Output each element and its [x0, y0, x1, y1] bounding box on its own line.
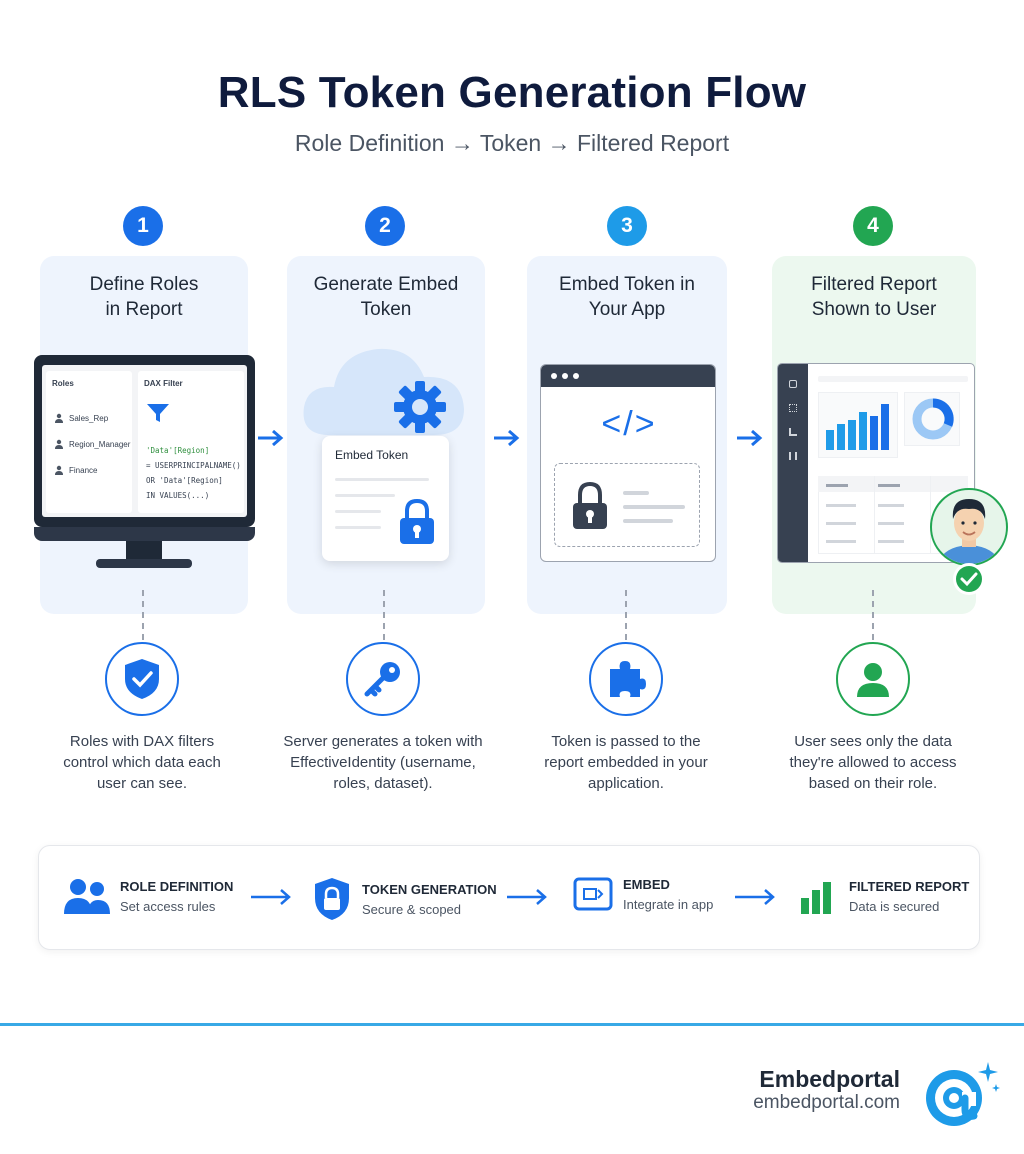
code-line: 'Data'[Region]	[146, 446, 210, 455]
step-4-title: Filtered Report Shown to User	[772, 272, 976, 322]
step-4-number: 4	[853, 206, 893, 246]
step-2-title-line-2: Token	[360, 299, 412, 320]
summary-sub: Set access rules	[120, 898, 216, 914]
summary-sub: Secure & scoped	[362, 901, 462, 917]
code-line: IN VALUES(...)	[146, 491, 210, 500]
avatar	[930, 488, 1008, 595]
donut-chart-icon	[912, 398, 954, 440]
embed-token-card: Embed Token	[322, 436, 449, 561]
step-2-number: 2	[365, 206, 405, 246]
role-label: Finance	[69, 465, 98, 475]
users-icon	[64, 879, 110, 914]
user-icon	[836, 642, 910, 716]
summary-sub: Data is secured	[849, 898, 940, 914]
user-icon	[55, 465, 63, 475]
shield-lock-icon	[315, 878, 349, 920]
step-2-description: Server generates a token with EffectiveI…	[283, 733, 483, 792]
step-3-title: Embed Token in Your App	[527, 272, 727, 322]
user-icon	[55, 439, 63, 449]
step-3-description: Token is passed to the report embedded i…	[544, 733, 708, 792]
footer-divider	[0, 1023, 1024, 1026]
bar-chart-icon	[801, 882, 831, 914]
arrow-right-icon	[251, 889, 291, 905]
lock-icon	[573, 481, 607, 529]
connector-4	[872, 590, 874, 640]
key-icon	[346, 642, 420, 716]
shield-check-icon	[105, 642, 179, 716]
page-title: RLS Token Generation Flow	[217, 68, 807, 117]
role-label: Sales_Rep	[69, 413, 109, 423]
browser-window-illustration: </>	[540, 364, 716, 562]
monitor-illustration: Roles Sales_Rep Region_Manager Finance D…	[34, 355, 255, 573]
step-4-title-line-2: Shown to User	[811, 299, 937, 320]
arrow-right-icon	[258, 429, 284, 447]
user-icon	[55, 413, 63, 423]
arrow-right-icon	[737, 429, 763, 447]
connector-2	[383, 590, 385, 640]
summary-embed: EMBED Integrate in app	[573, 876, 713, 912]
step-1-title-line-1: Define Roles	[89, 274, 199, 295]
brand-name: Embedportal	[759, 1066, 900, 1092]
role-item-finance: Finance	[54, 465, 97, 475]
dax-code: 'Data'[Region] = USERPRINCIPALNAME() OR …	[146, 443, 241, 503]
code-line: = USERPRINCIPALNAME()	[146, 461, 241, 470]
roles-heading: Roles	[52, 379, 74, 388]
role-item-sales-rep: Sales_Rep	[54, 413, 108, 423]
summary-heading: EMBED	[623, 876, 670, 892]
arrow-right-icon	[507, 889, 547, 905]
brand-url[interactable]: embedportal.com	[753, 1092, 900, 1113]
check-icon	[960, 572, 978, 587]
role-label: Region_Manager	[69, 439, 131, 449]
step-1-title: Define Roles in Report	[40, 272, 248, 322]
summary-heading: FILTERED REPORT	[849, 878, 970, 894]
embed-icon	[573, 877, 613, 911]
embed-token-card-title: Embed Token	[335, 448, 409, 462]
summary-token-generation: TOKEN GENERATION Secure & scoped	[312, 876, 497, 922]
arrow-right-icon	[735, 889, 775, 905]
summary-filtered-report: FILTERED REPORT Data is secured	[799, 876, 969, 916]
bar-chart-icon	[826, 404, 889, 450]
puzzle-icon	[589, 642, 663, 716]
step-3-title-line-1: Embed Token in	[559, 274, 695, 295]
step-1-description: Roles with DAX filters control which dat…	[63, 733, 221, 792]
connector-1	[142, 590, 144, 640]
arrow-right-icon	[494, 429, 520, 447]
summary-bar: ROLE DEFINITION Set access rules TOKEN G…	[38, 845, 980, 950]
summary-heading: TOKEN GENERATION	[362, 881, 497, 897]
step-3-title-line-2: Your App	[588, 299, 666, 320]
page-subtitle: Role Definition → Token → Filtered Repor…	[294, 130, 730, 156]
summary-role-definition: ROLE DEFINITION Set access rules	[64, 876, 233, 916]
step-1-title-line-2: in Report	[105, 299, 183, 320]
step-2-title-line-1: Generate Embed	[313, 274, 459, 295]
step-3-number: 3	[607, 206, 647, 246]
lock-icon	[400, 498, 434, 544]
step-4-title-line-1: Filtered Report	[811, 274, 937, 295]
dax-filter-heading: DAX Filter	[144, 379, 183, 388]
code-icon: </>	[601, 405, 657, 443]
connector-3	[625, 590, 627, 640]
step-2-title: Generate Embed Token	[287, 272, 485, 322]
step-4-description: User sees only the data they're allowed …	[789, 733, 957, 792]
code-line: OR 'Data'[Region]	[146, 476, 223, 485]
step-1-number: 1	[123, 206, 163, 246]
role-item-region-manager: Region_Manager	[54, 439, 130, 449]
filter-icon	[147, 404, 169, 422]
brand-logo-icon	[926, 1062, 1000, 1126]
summary-heading: ROLE DEFINITION	[120, 878, 234, 894]
summary-sub: Integrate in app	[623, 896, 714, 912]
gear-icon	[394, 381, 446, 433]
